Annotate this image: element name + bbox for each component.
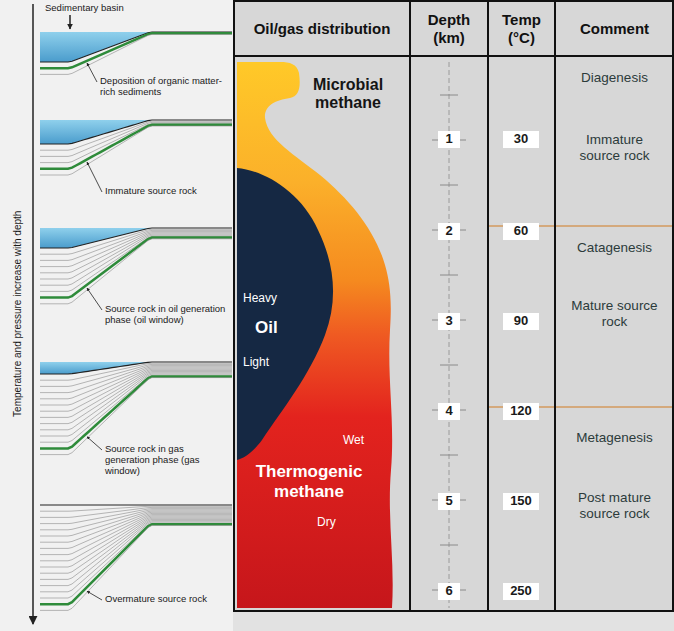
leader-line: [87, 288, 102, 310]
header-cell: Oil/gas distribution: [236, 3, 408, 54]
zone-label: Thermogenic methane: [241, 462, 377, 501]
temp-value: 60: [503, 223, 539, 240]
leader-line: [87, 591, 102, 600]
zone-label: Dry: [317, 516, 361, 530]
leader-line: [87, 63, 97, 82]
depth-value: 1: [438, 131, 460, 148]
temp-value: 90: [503, 313, 539, 330]
comment-text: Post mature source rock: [573, 490, 657, 521]
basin-label: Overmature source rock: [105, 594, 230, 605]
comment-text: Catagenesis: [557, 240, 672, 256]
gas-zone: Microbial methane: [296, 74, 400, 118]
gas-distribution: [237, 62, 393, 608]
temp-value: 30: [503, 131, 539, 148]
zone-label: Wet: [343, 434, 387, 448]
zone-label: Light: [243, 356, 303, 370]
temp-value: 250: [503, 583, 539, 600]
header-text: Comment: [560, 20, 669, 37]
depth-value: 6: [438, 583, 460, 600]
leader-line: [87, 437, 102, 450]
comment-text: Diagenesis: [557, 70, 672, 86]
depth-value: 4: [438, 403, 460, 420]
temp-value: 150: [503, 493, 539, 510]
table-grid: [233, 0, 674, 612]
panel-ground: [0, 0, 233, 631]
basin-label: Sedimentary basin: [45, 3, 195, 14]
depth-value: 5: [438, 493, 460, 510]
temp-value: 120: [503, 403, 539, 420]
header-cell: Comment: [557, 3, 672, 54]
pointer-arrow: [69, 15, 71, 29]
header-cell: Temp (°C): [490, 3, 553, 54]
depth-scale: [432, 62, 466, 608]
header-text: Oil/gas distribution: [239, 20, 405, 37]
basin-label: Source rock in gas generation phase (gas…: [105, 444, 227, 477]
zone-label: Microbial methane: [298, 76, 398, 113]
oil-zone: HeavyOilLight: [237, 168, 337, 460]
gas-zone: WetThermogenic methaneDry: [237, 330, 392, 608]
depth-value: 2: [438, 223, 460, 240]
basin-label: Source rock in oil generation phase (oil…: [105, 304, 227, 326]
header-cell: Depth (km): [412, 3, 486, 54]
leader-line: [87, 162, 102, 192]
basin-sections: [40, 32, 232, 610]
comment-text: Immature source rock: [565, 132, 665, 163]
header-text: Temp (°C): [493, 11, 550, 46]
depth-value: 3: [438, 313, 460, 330]
zone-label: Heavy: [243, 292, 303, 306]
axis-label: Temperature and pressure increase with d…: [12, 14, 24, 614]
header-text: Depth (km): [415, 11, 483, 46]
axis-arrow: [32, 4, 34, 624]
table-ground: [233, 0, 674, 612]
comment-text: Mature source rock: [565, 298, 665, 329]
basin-label: Immature source rock: [105, 186, 230, 197]
zone-label: Oil: [255, 318, 315, 338]
basin-label: Deposition of organic matter-rich sedime…: [100, 76, 230, 98]
comment-text: Metagenesis: [557, 430, 672, 446]
oil-distribution: [237, 168, 333, 460]
